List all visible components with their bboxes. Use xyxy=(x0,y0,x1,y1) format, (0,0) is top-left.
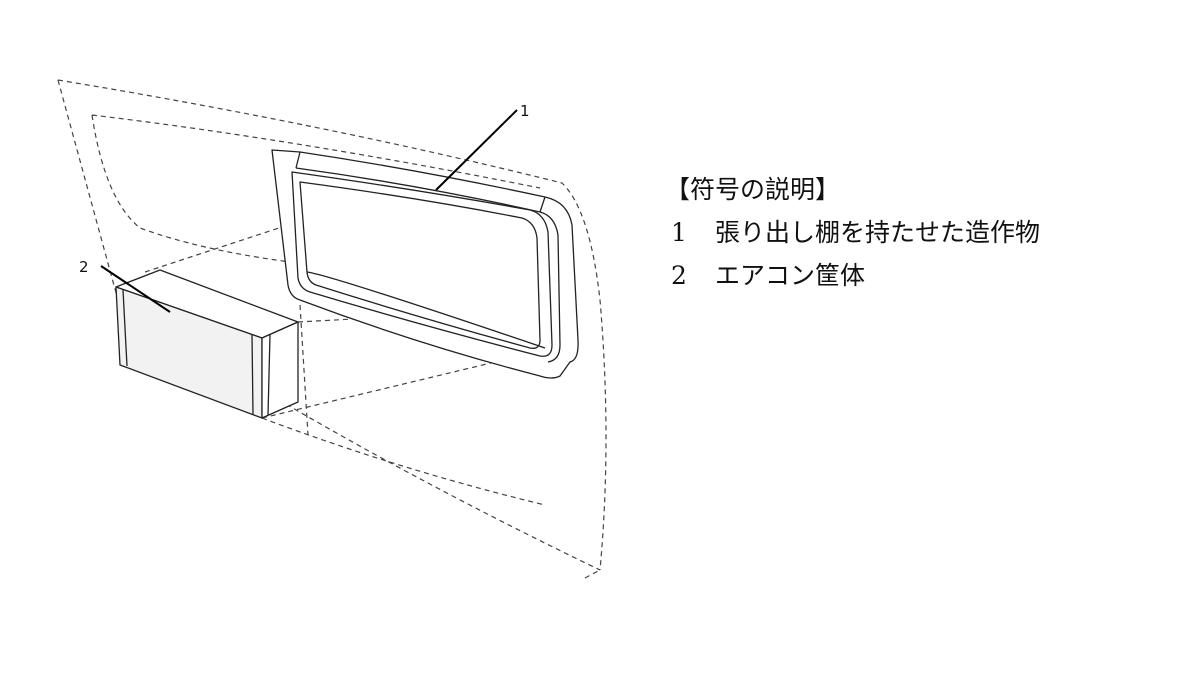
legend-item-number: 2 xyxy=(671,261,687,290)
leader-line-2 xyxy=(100,265,171,313)
legend-heading: 【符号の説明】 xyxy=(665,175,841,204)
leader-line-1 xyxy=(435,109,518,191)
shelf-fixture xyxy=(271,149,579,379)
legend-item-number: 1 xyxy=(671,218,687,247)
aircon-housing xyxy=(115,269,299,419)
legend-item-2: 2 エアコン筐体 xyxy=(665,254,1040,297)
symbol-legend: 【符号の説明】 1 張り出し棚を持たせた造作物 2 エアコン筐体 xyxy=(665,168,1040,297)
legend-item-text: エアコン筐体 xyxy=(715,261,866,290)
callout-2: 2 xyxy=(79,258,89,276)
legend-item-text: 張り出し棚を持たせた造作物 xyxy=(715,218,1041,247)
callout-1: 1 xyxy=(520,102,530,120)
legend-item-1: 1 張り出し棚を持たせた造作物 xyxy=(665,211,1040,254)
